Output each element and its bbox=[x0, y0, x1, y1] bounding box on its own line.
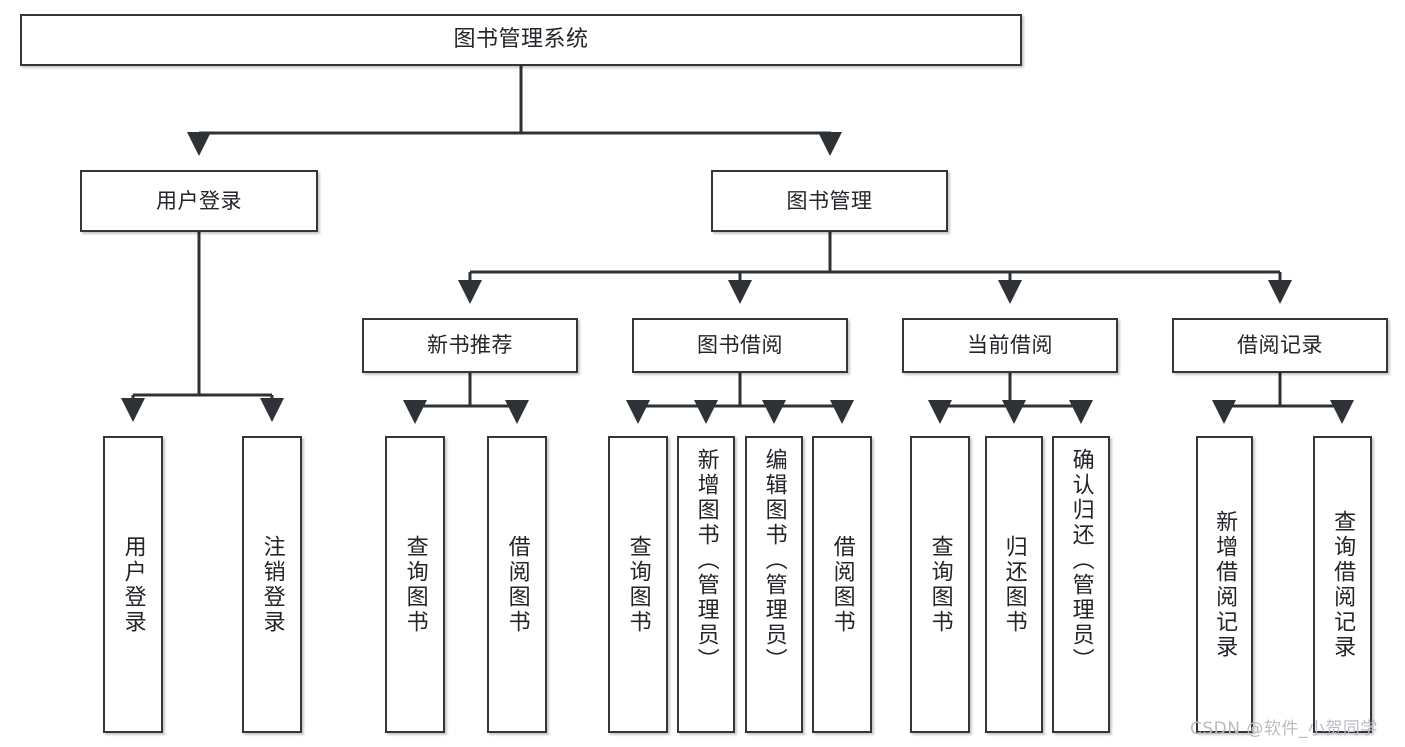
node-leaf-query-book-2-label: 查询图书 bbox=[625, 534, 651, 635]
node-book-manage-label: 图书管理 bbox=[786, 188, 873, 213]
node-leaf-query-book-1[interactable]: 查询图书 bbox=[385, 436, 445, 733]
node-leaf-borrow-book-1-label: 借阅图书 bbox=[504, 534, 530, 635]
node-new-book-rec[interactable]: 新书推荐 bbox=[362, 318, 578, 373]
node-leaf-edit-book[interactable]: 编辑图书（管理员） bbox=[745, 436, 803, 733]
node-leaf-confirm-return-label: 确认归还（管理员） bbox=[1068, 448, 1094, 673]
node-user-login-label: 用户登录 bbox=[156, 188, 242, 213]
node-borrow-record[interactable]: 借阅记录 bbox=[1172, 318, 1388, 373]
node-leaf-add-record-label: 新增借阅记录 bbox=[1212, 509, 1238, 660]
node-book-manage[interactable]: 图书管理 bbox=[711, 170, 948, 232]
node-current-borrow[interactable]: 当前借阅 bbox=[902, 318, 1118, 373]
node-leaf-borrow-book-2[interactable]: 借阅图书 bbox=[812, 436, 872, 733]
node-leaf-add-record[interactable]: 新增借阅记录 bbox=[1196, 436, 1253, 733]
node-leaf-query-book-1-label: 查询图书 bbox=[402, 534, 428, 635]
node-book-borrow-label: 图书借阅 bbox=[697, 333, 783, 358]
node-leaf-add-book-label: 新增图书（管理员） bbox=[693, 448, 719, 673]
csdn-watermark: CSDN @软件_小贺同学 bbox=[1190, 719, 1378, 739]
node-book-borrow[interactable]: 图书借阅 bbox=[632, 318, 848, 373]
node-new-book-rec-label: 新书推荐 bbox=[427, 333, 513, 358]
node-user-login[interactable]: 用户登录 bbox=[80, 170, 318, 232]
node-leaf-query-record[interactable]: 查询借阅记录 bbox=[1313, 436, 1372, 733]
node-leaf-query-record-label: 查询借阅记录 bbox=[1330, 509, 1356, 660]
node-borrow-record-label: 借阅记录 bbox=[1237, 333, 1323, 358]
node-current-borrow-label: 当前借阅 bbox=[967, 333, 1053, 358]
node-leaf-user-login[interactable]: 用户登录 bbox=[103, 436, 163, 733]
node-leaf-user-logout[interactable]: 注销登录 bbox=[242, 436, 302, 733]
node-root[interactable]: 图书管理系统 bbox=[20, 14, 1022, 66]
node-leaf-confirm-return[interactable]: 确认归还（管理员） bbox=[1052, 436, 1110, 733]
node-leaf-edit-book-label: 编辑图书（管理员） bbox=[761, 448, 787, 673]
node-leaf-add-book[interactable]: 新增图书（管理员） bbox=[677, 436, 735, 733]
node-leaf-query-book-2[interactable]: 查询图书 bbox=[608, 436, 668, 733]
node-leaf-borrow-book-1[interactable]: 借阅图书 bbox=[487, 436, 547, 733]
node-leaf-return-book-label: 归还图书 bbox=[1001, 534, 1027, 635]
node-leaf-return-book[interactable]: 归还图书 bbox=[985, 436, 1043, 733]
node-root-label: 图书管理系统 bbox=[453, 27, 589, 53]
node-leaf-user-login-label: 用户登录 bbox=[120, 534, 146, 635]
node-leaf-query-book-3-label: 查询图书 bbox=[927, 534, 953, 635]
node-leaf-user-logout-label: 注销登录 bbox=[259, 534, 285, 635]
node-leaf-borrow-book-2-label: 借阅图书 bbox=[829, 534, 855, 635]
node-leaf-query-book-3[interactable]: 查询图书 bbox=[910, 436, 970, 733]
